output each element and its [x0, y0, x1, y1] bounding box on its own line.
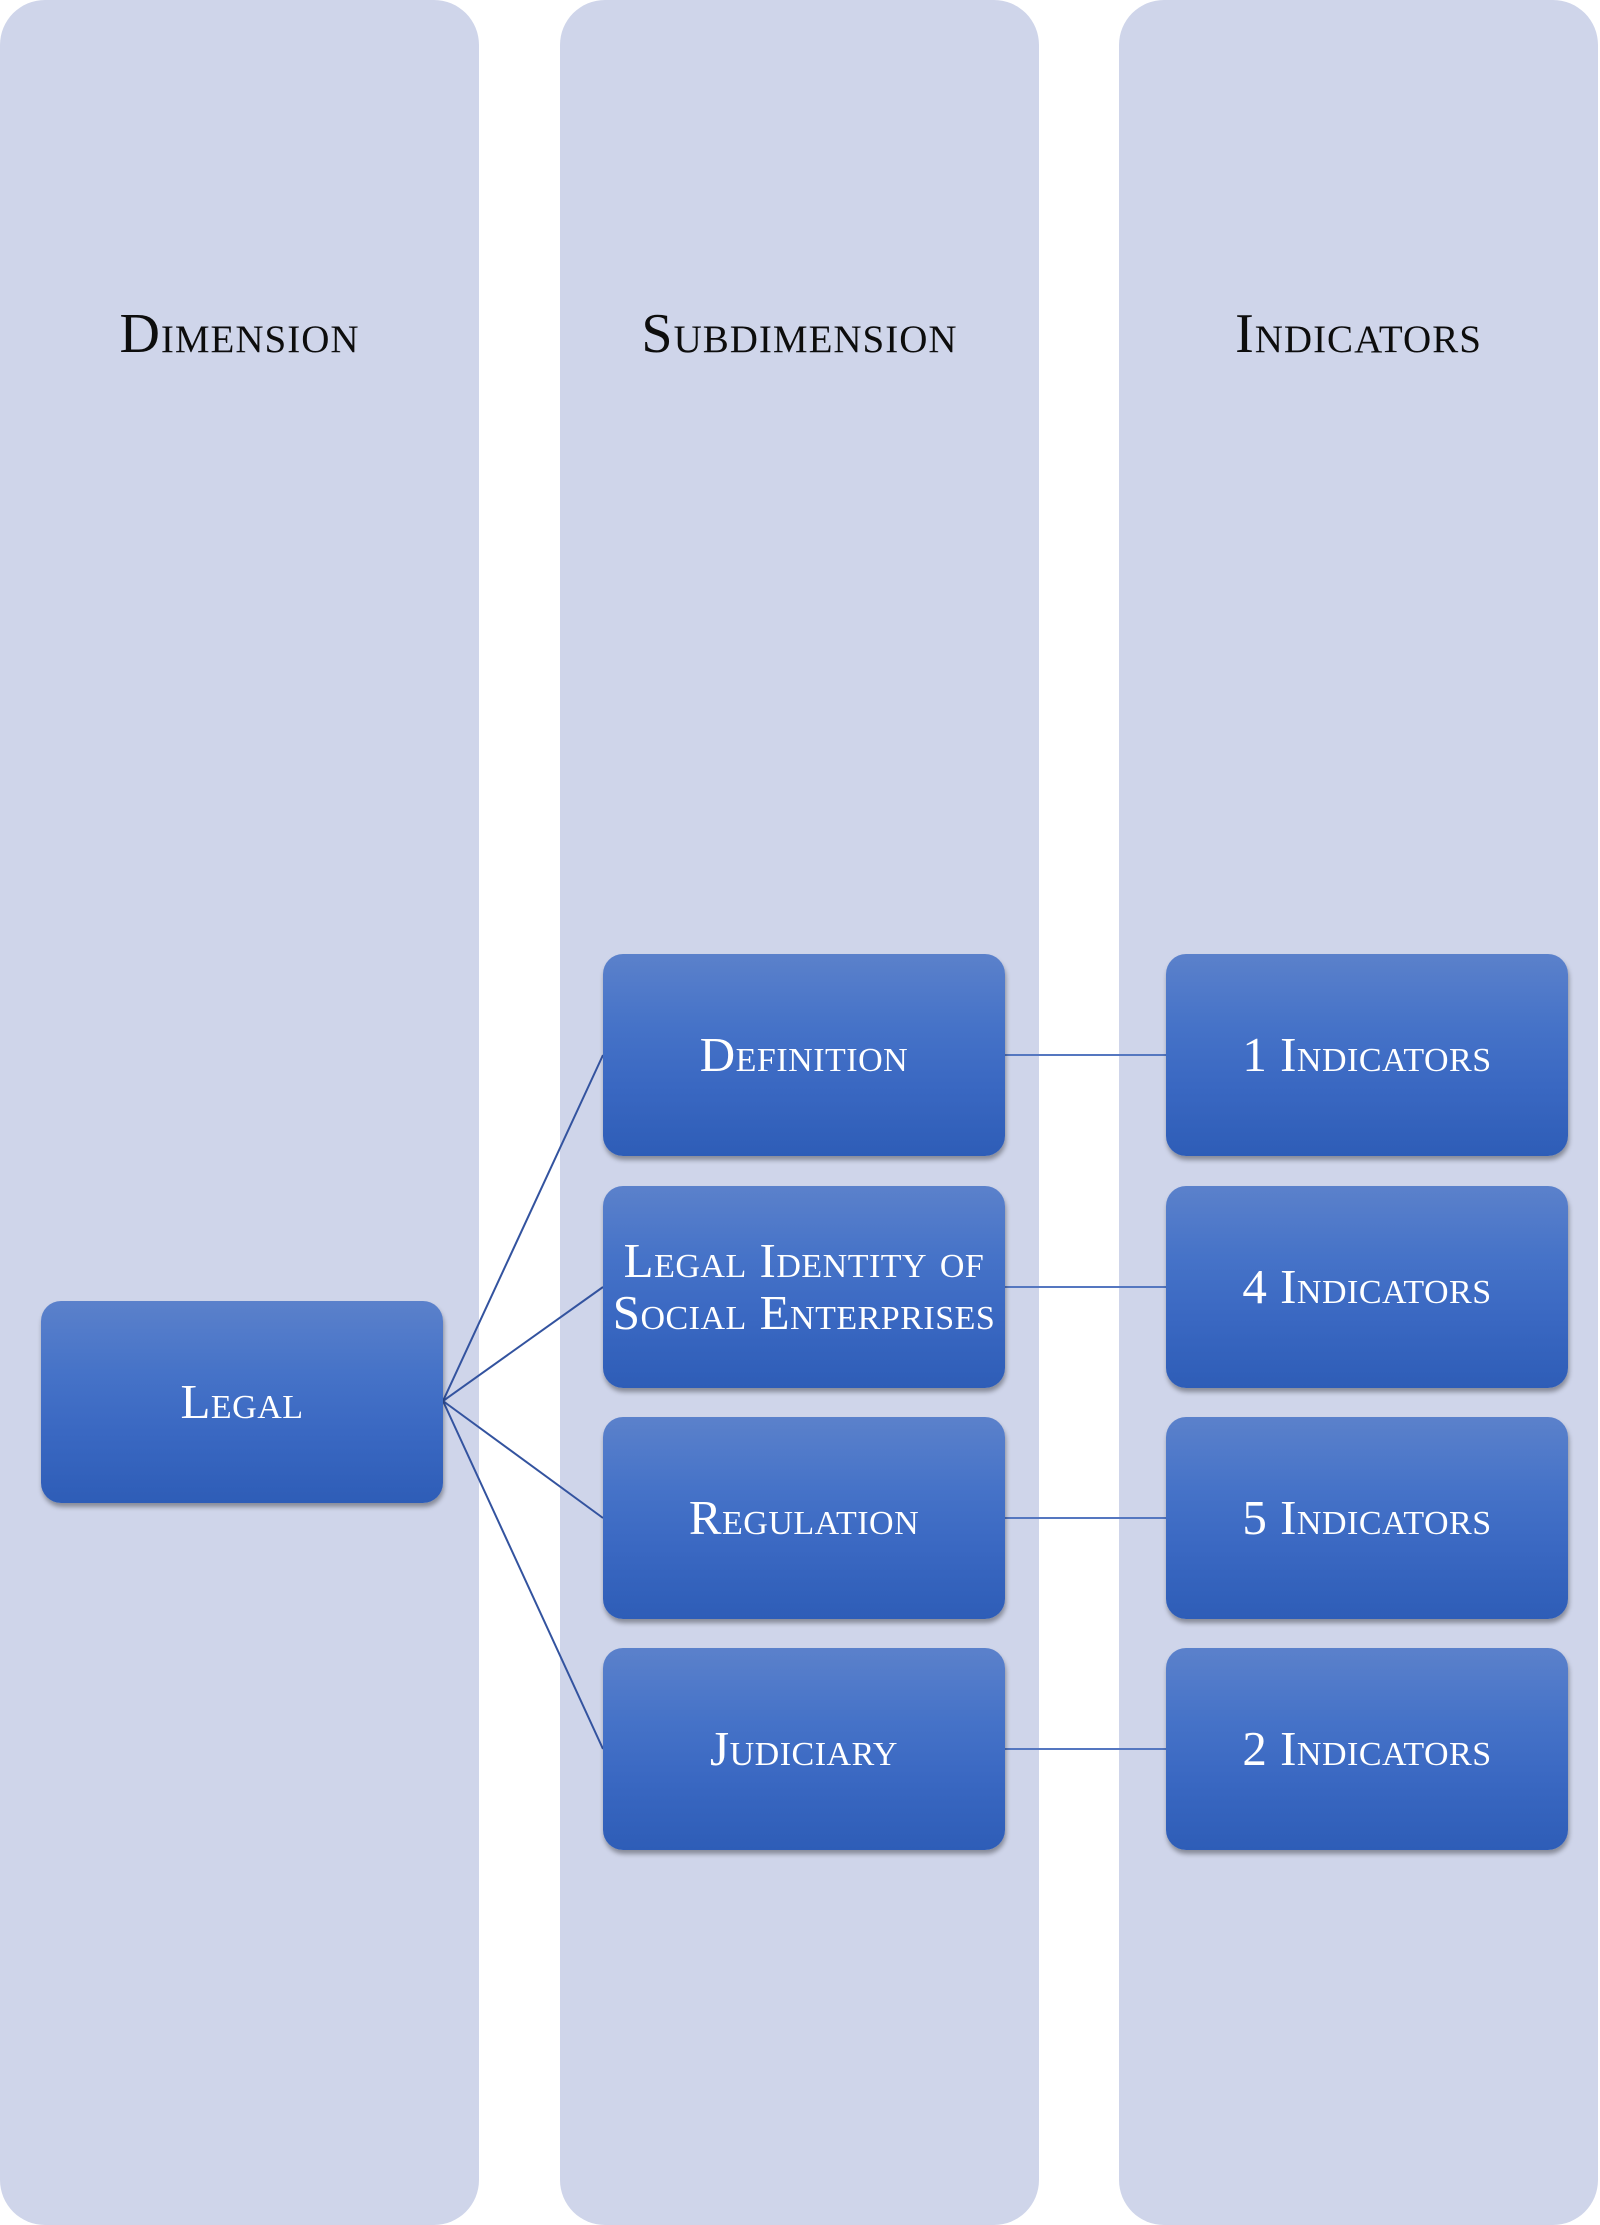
subdimension-label: Judiciary [710, 1721, 898, 1776]
indicator-count-label: 4 Indicators [1242, 1259, 1492, 1314]
subdimension-box-judiciary[interactable]: Judiciary [603, 1648, 1005, 1850]
subdimension-box-definition[interactable]: Definition [603, 954, 1005, 1156]
subdimension-label: Legal Identity of Social Enterprises [612, 1233, 996, 1340]
subdimension-heading: Subdimension [641, 303, 958, 365]
indicator-box-judiciary[interactable]: 2 Indicators [1166, 1648, 1568, 1850]
subdimension-label: Regulation [688, 1490, 920, 1545]
dimension-box-legal[interactable]: Legal [41, 1301, 443, 1503]
subdimension-box-legal-identity[interactable]: Legal Identity of Social Enterprises [603, 1186, 1005, 1388]
indicators-heading: Indicators [1235, 303, 1482, 365]
indicator-box-definition[interactable]: 1 Indicators [1166, 954, 1568, 1156]
dimension-label: Legal [180, 1374, 304, 1429]
indicator-box-legal-identity[interactable]: 4 Indicators [1166, 1186, 1568, 1388]
dimension-column: Dimension [0, 0, 479, 2225]
indicator-count-label: 2 Indicators [1242, 1721, 1492, 1776]
indicator-box-regulation[interactable]: 5 Indicators [1166, 1417, 1568, 1619]
indicator-count-label: 1 Indicators [1242, 1027, 1492, 1082]
dimension-heading: Dimension [119, 303, 360, 365]
subdimension-label: Definition [699, 1027, 909, 1082]
subdimension-box-regulation[interactable]: Regulation [603, 1417, 1005, 1619]
indicator-count-label: 5 Indicators [1242, 1490, 1492, 1545]
